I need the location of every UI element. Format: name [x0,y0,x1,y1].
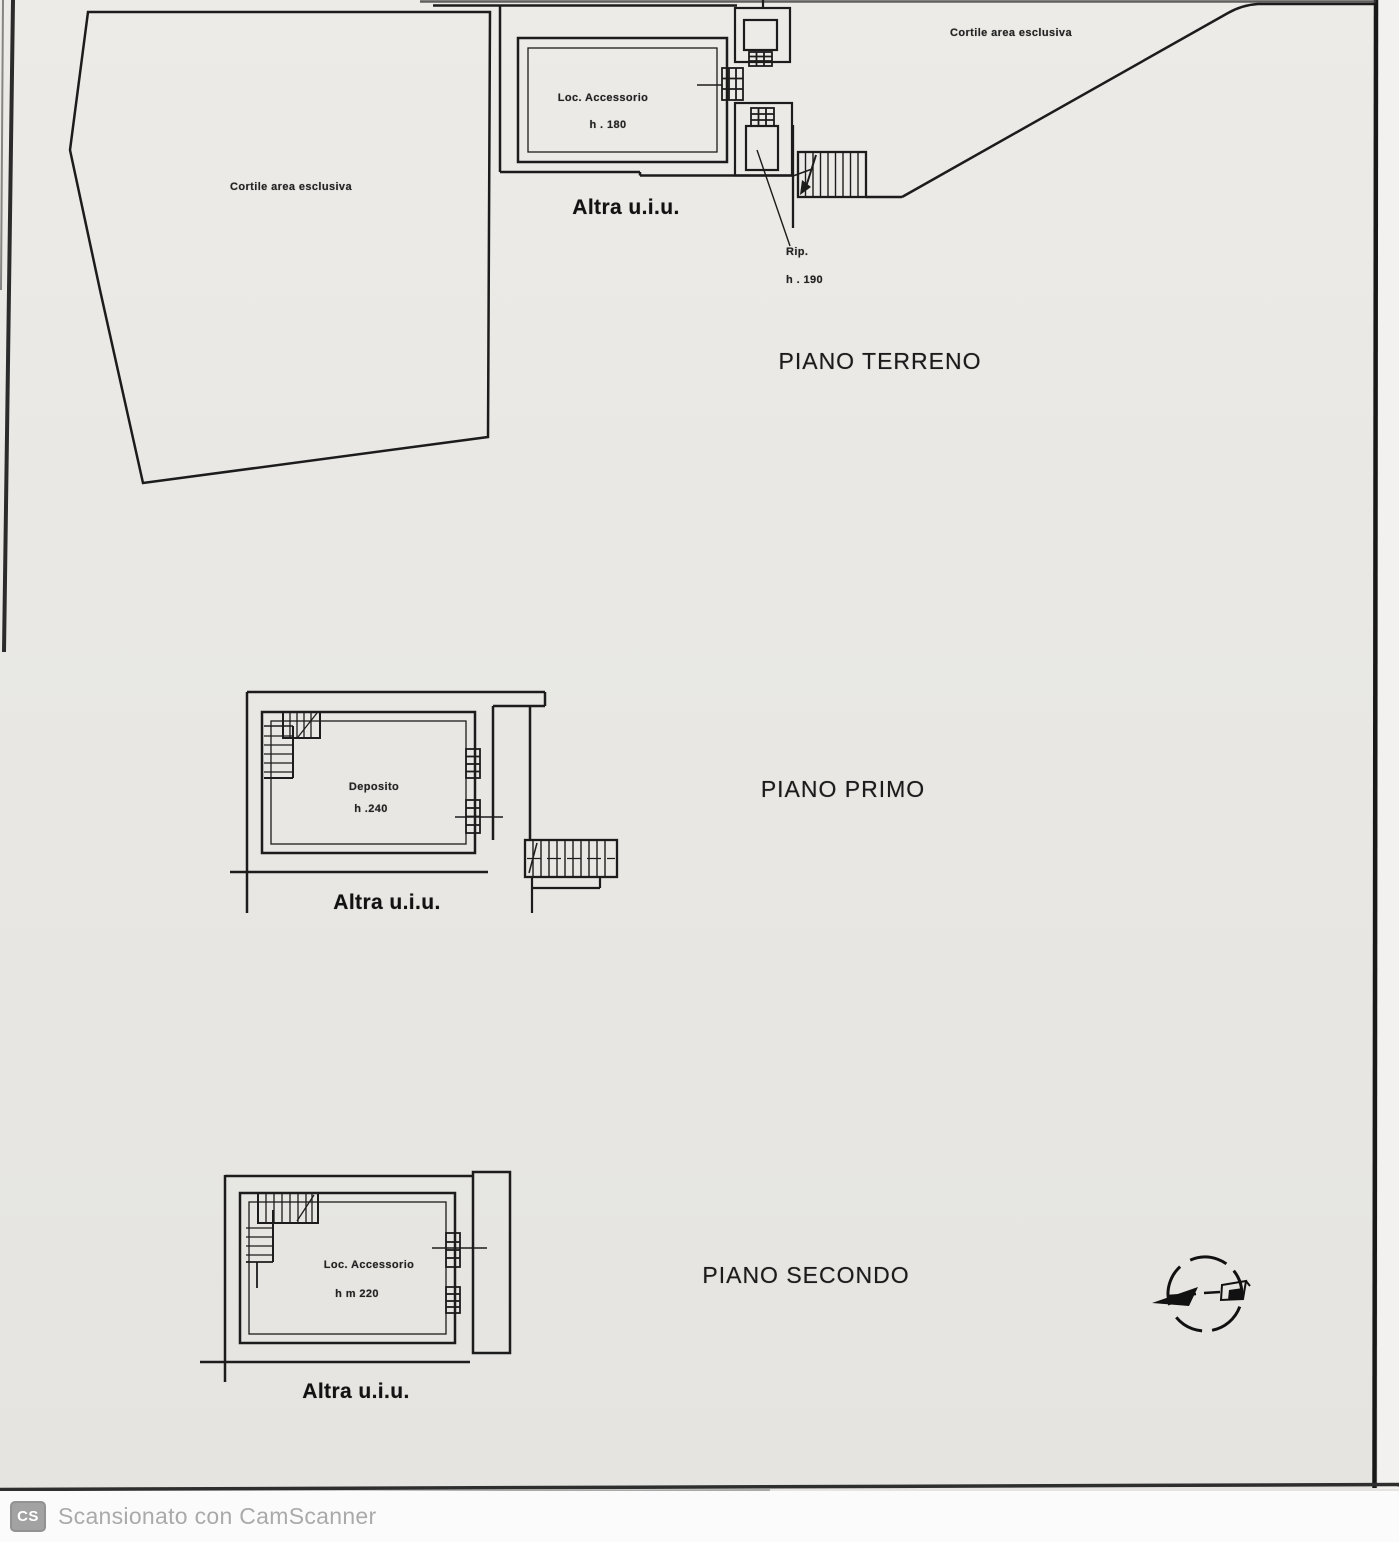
door-symbols-first [455,748,503,834]
camscanner-footer-text: Scansionato con CamScanner [58,1503,377,1529]
piano-primo-plan [230,690,619,913]
scan-edges [0,0,1399,1494]
courtyard-left-label: Cortile area esclusiva [230,181,352,193]
closet-height-label: h . 190 [786,274,824,286]
courtyard-right-outline [901,2,1374,199]
door-symbols-ground [697,51,775,127]
other-unit-label-second: Altra u.i.u. [302,1380,410,1403]
piano-secondo-plan [200,1170,512,1382]
room-height-ground: h . 180 [589,119,627,131]
floor-title-first: PIANO PRIMO [760,776,926,802]
closet-label: Rip. [786,246,809,258]
camscanner-logo-icon: CS [10,1501,46,1532]
room-height-first: h .240 [354,803,388,815]
scan-right-margin [1378,0,1399,1489]
courtyard-left-outline [68,10,492,485]
staircase-second [246,1192,319,1288]
staircase-first [264,711,321,779]
door-symbols-second [432,1232,487,1314]
north-arrow-icon [1152,1255,1251,1333]
other-unit-label-first: Altra u.i.u. [333,891,441,914]
camscanner-footer: CS Scansionato con CamScanner [0,1491,1399,1542]
staircase-first-external [523,838,619,913]
floor-title-ground: PIANO TERRENO [778,348,982,374]
room-height-second: h m 220 [335,1288,379,1300]
staircase-ground [791,125,868,228]
floor-title-second: PIANO SECONDO [702,1262,910,1288]
other-unit-label-ground: Altra u.i.u. [572,196,680,219]
room-label-ground: Loc. Accessorio [557,92,649,104]
room-label-first: Deposito [348,781,400,793]
piano-terreno-plan [68,0,1374,485]
room-label-second: Loc. Accessorio [323,1259,415,1271]
courtyard-right-label: Cortile area esclusiva [950,27,1072,39]
